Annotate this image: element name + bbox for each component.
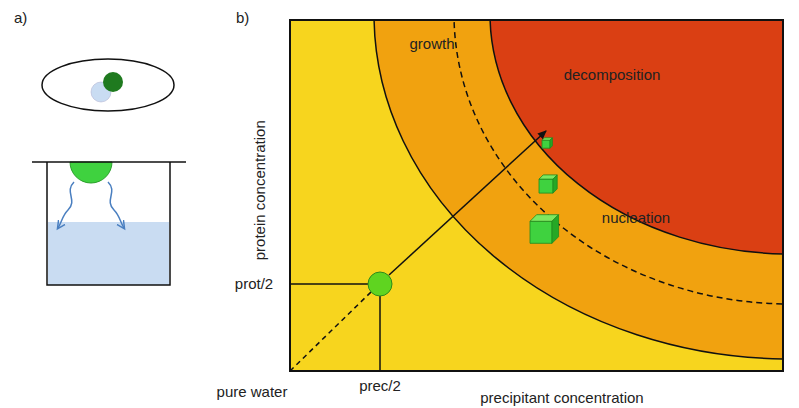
- axis-title: precipitant concentration: [480, 390, 643, 407]
- tick-label: prec/2: [359, 378, 401, 395]
- region-label: growth: [409, 36, 454, 53]
- phase-diagram: [290, 0, 799, 371]
- origin-label: pure water: [217, 384, 288, 401]
- region-label: decomposition: [564, 67, 661, 84]
- crystal-cubes: [530, 138, 559, 244]
- panel-letter: a): [14, 10, 27, 27]
- region-label: nucleation: [602, 210, 670, 227]
- tick-label: prot/2: [235, 276, 273, 293]
- axis-title: protein concentration: [252, 120, 269, 260]
- hanging-drop-setup: [32, 59, 186, 285]
- panel-letter: b): [236, 10, 249, 27]
